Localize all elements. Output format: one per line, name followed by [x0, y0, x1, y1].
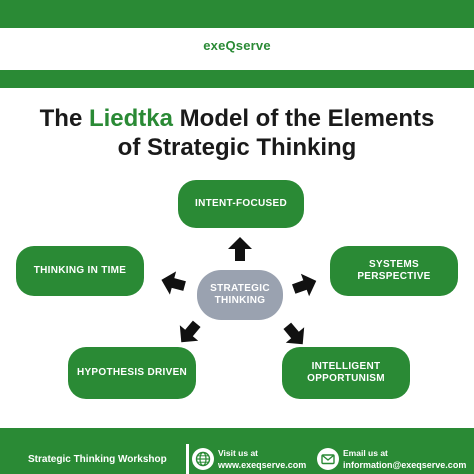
- brand-logo[interactable]: exeQserve: [203, 38, 271, 53]
- node-thinking-in-time[interactable]: THINKING IN TIME: [16, 246, 144, 296]
- arrow-icon-bottom-left: [179, 320, 201, 343]
- arrow-icon-left: [161, 271, 186, 295]
- email-label: Email us at: [343, 448, 388, 458]
- arrow-icon-bottom-right: [283, 322, 305, 345]
- node-intelligent-opportunism[interactable]: INTELLIGENT OPPORTUNISM: [282, 347, 410, 399]
- top-band: [0, 0, 474, 28]
- arrow-icon-up: [228, 237, 252, 261]
- footer-top-band: [0, 428, 474, 444]
- title-highlight: Liedtka: [88, 105, 173, 132]
- footer-divider: [186, 444, 189, 474]
- footer-visit[interactable]: Visit us at www.exeqserve.com: [218, 447, 306, 471]
- mail-icon: [317, 448, 339, 470]
- footer: Strategic Thinking Workshop Visit us at …: [0, 444, 474, 474]
- title-line2: of Strategic Thinking: [117, 134, 357, 161]
- node-systems-perspective[interactable]: SYSTEMS PERSPECTIVE: [330, 246, 458, 296]
- footer-workshop-label: Strategic Thinking Workshop: [28, 453, 167, 465]
- node-intent-focused[interactable]: INTENT-FOCUSED: [178, 180, 304, 228]
- page-title: The Liedtka Model of the Elements of Str…: [0, 104, 474, 162]
- arrow-icon-right: [292, 273, 317, 297]
- visit-url-link[interactable]: www.exeqserve.com: [218, 460, 307, 470]
- visit-label: Visit us at: [218, 448, 258, 458]
- email-link[interactable]: information@exeqserve.com: [343, 460, 467, 470]
- footer-email[interactable]: Email us at information@exeqserve.com: [343, 447, 466, 471]
- title-part2: Model of the Elements: [173, 105, 435, 132]
- node-strategic-thinking[interactable]: STRATEGIC THINKING: [197, 270, 283, 320]
- title-part1: The: [39, 105, 89, 132]
- node-hypothesis-driven[interactable]: HYPOTHESIS DRIVEN: [68, 347, 196, 399]
- header-divider-band: [0, 70, 474, 88]
- globe-icon: [192, 448, 214, 470]
